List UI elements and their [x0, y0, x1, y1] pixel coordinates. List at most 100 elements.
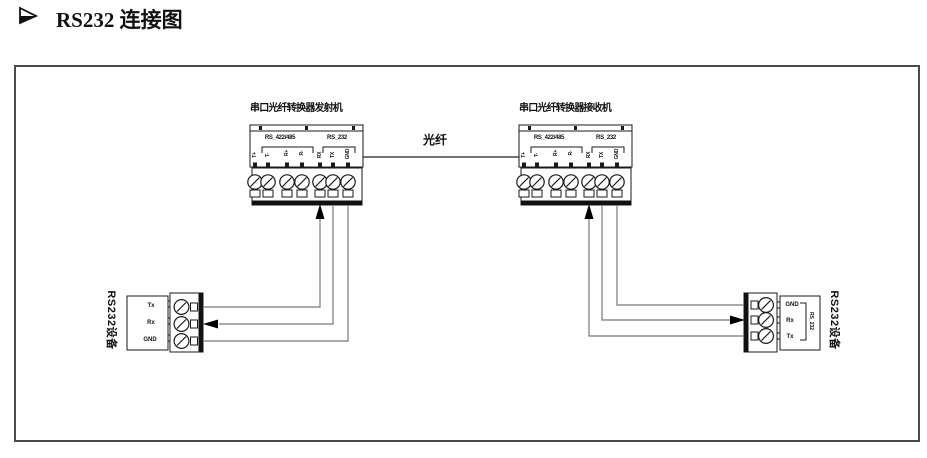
wire-clamp: [327, 189, 339, 198]
device-screws: [757, 297, 774, 345]
list-bullet-arrow-icon: [18, 6, 40, 32]
left-device-pin-rx: Rx: [147, 320, 155, 326]
arrow-shade: [20, 16, 36, 23]
left-device-pin-tx: Tx: [147, 303, 155, 309]
rs422-bracket: [261, 146, 314, 153]
wire-clamp: [518, 189, 530, 198]
wire-left-gnd: [204, 205, 349, 342]
rs422-bracket: [530, 146, 583, 153]
transmitter-group-rs232: RS_232: [327, 135, 347, 141]
screw-slot: [761, 331, 771, 341]
pin-stub: [600, 162, 604, 167]
screw-slot: [761, 300, 771, 310]
wiring: [204, 205, 744, 342]
terminal-block-base: [198, 293, 203, 352]
wire-clamp: [314, 189, 326, 198]
terminal-strip-base: [521, 200, 631, 205]
receiver-pin-label: GND: [614, 148, 620, 160]
wire-clamp: [342, 189, 354, 198]
terminal-screws: [247, 174, 356, 190]
wire-clamp: [531, 189, 543, 198]
transmitter-pin-label: T+: [252, 152, 258, 158]
wire-clamp: [750, 300, 759, 310]
pin-stub: [300, 162, 304, 167]
receiver-pin-label: T+: [521, 152, 527, 158]
pin-stub: [535, 162, 539, 167]
transmitter-pin-label: T-: [265, 152, 271, 158]
screw-slot: [328, 177, 338, 187]
page-title: RS232 连接图: [18, 4, 183, 34]
receiver-group-rs422: RS_422/485: [533, 135, 565, 141]
wire-clamp: [190, 336, 198, 346]
screw-slot: [176, 319, 187, 329]
cap-tick: [352, 126, 355, 130]
screw-slot: [612, 177, 622, 187]
right-device-pin-rx: Rx: [786, 318, 794, 324]
receiver-block: [516, 124, 633, 206]
screw-slot: [532, 177, 542, 187]
receiver-title: 串口光纤转换器接收机: [519, 103, 612, 114]
right-device-label: RS232设备: [828, 290, 840, 350]
wire-clamp: [190, 319, 198, 329]
pin-stub: [318, 162, 322, 167]
left-device-block: [126, 292, 204, 353]
wire-clamp: [565, 189, 577, 198]
wire-left-rx: [219, 205, 334, 325]
rs232-port-bracket: [800, 302, 807, 341]
wire-clamp: [583, 189, 595, 198]
pin-stub: [331, 162, 335, 167]
pin-stub: [615, 162, 619, 167]
converter-body: [249, 124, 364, 168]
transmitter-pin-label: GND: [345, 148, 351, 160]
pin-stub: [285, 162, 289, 167]
terminal-strip-base: [252, 200, 362, 205]
page-title-text: RS232 连接图: [56, 8, 183, 32]
wire-left-tx: [204, 218, 321, 308]
wire-clamp: [249, 189, 261, 198]
pin-stub: [266, 162, 270, 167]
left-device-pin-gnd: GND: [143, 337, 157, 343]
device-body: [126, 295, 169, 351]
left-device-label: RS232设备: [105, 290, 117, 350]
transmitter-pin-label: R+: [284, 149, 290, 157]
arrow-right-into-right-device-icon: [730, 315, 745, 325]
transmitter-group-rs422: RS_422/485: [264, 135, 296, 141]
screw-slot: [315, 177, 325, 187]
transmitter-block: [247, 124, 364, 206]
screw-slot: [176, 336, 187, 346]
screw-slot: [250, 177, 260, 187]
rs232-bracket: [591, 146, 625, 153]
right-device-port-label: RS_232: [808, 311, 814, 331]
arrow-up-into-transmitter-icon: [315, 204, 325, 219]
screw-slot: [297, 177, 307, 187]
terminal-block-base: [744, 293, 749, 352]
screw-slot: [519, 177, 529, 187]
right-device-pin-gnd: GND: [785, 302, 799, 308]
screw-slot: [176, 302, 187, 312]
cap-tick: [528, 126, 531, 130]
arrow-left-into-left-device-icon: [203, 319, 218, 329]
wire-clamp: [611, 189, 623, 198]
pin-stub: [554, 162, 558, 167]
screw-slot: [761, 315, 771, 325]
screw-slot: [343, 177, 353, 187]
pin-stub: [587, 162, 591, 167]
wire-clamp: [190, 302, 198, 312]
arrow-bullet-svg: [19, 6, 39, 25]
right-device-block: [743, 292, 821, 353]
cap-tick: [621, 126, 624, 130]
wire-clamp: [596, 189, 608, 198]
cap-tick: [574, 126, 577, 130]
pin-stub: [346, 162, 350, 167]
diagram-border: [14, 65, 920, 442]
wire-clamp: [281, 189, 293, 198]
wire-clamp: [750, 331, 759, 341]
wire-clamp: [262, 189, 274, 198]
wire-right-rx: [601, 205, 730, 321]
screw-slot: [282, 177, 292, 187]
wire-clamp: [550, 189, 562, 198]
rs232-bracket: [322, 146, 356, 153]
transmitter-title: 串口光纤转换器发射机: [250, 103, 343, 114]
